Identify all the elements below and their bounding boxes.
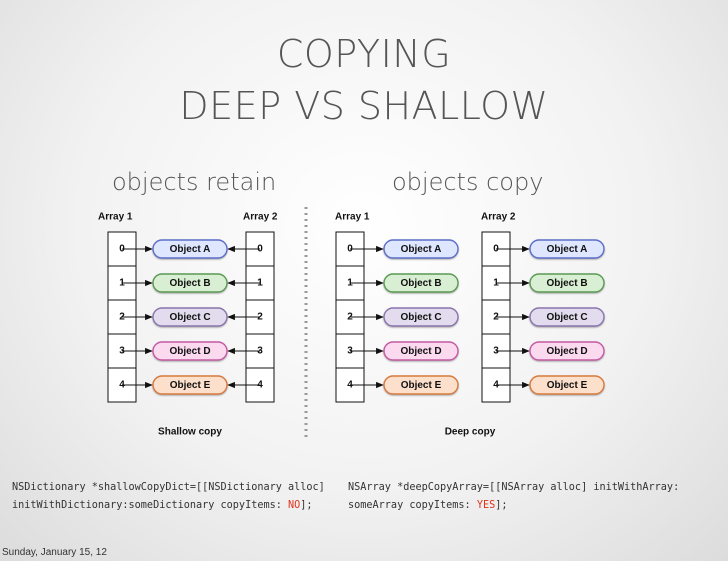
right-array1-object-box xyxy=(383,375,459,395)
code-left-no-value: NO xyxy=(288,500,301,511)
left-object-box xyxy=(152,307,228,327)
footer-date: Sunday, January 15, 12 xyxy=(2,547,107,558)
right-array2-object-box xyxy=(529,307,605,327)
left-object-label: Object B xyxy=(169,278,210,289)
left-array2-index: 3 xyxy=(257,346,263,357)
right-array1-object-label: Object B xyxy=(400,278,441,289)
slide-title-line1: COPYING xyxy=(276,32,452,76)
right-array1-object-label: Object D xyxy=(400,346,441,357)
code-right-line2-end: ]; xyxy=(495,500,508,511)
code-left-line2: initWithDictionary:someDictionary copyIt… xyxy=(12,500,289,511)
left-array2-index: 0 xyxy=(257,244,263,255)
code-right-yes-value: YES xyxy=(476,500,496,511)
right-array2-object-box xyxy=(529,341,605,361)
code-left-line1: NSDictionary *shallowCopyDict=[[NSDictio… xyxy=(12,482,325,493)
slide-title-line2: DEEP VS SHALLOW xyxy=(179,84,549,128)
right-array2-object-box xyxy=(529,239,605,259)
right-array2-object-label: Object D xyxy=(546,346,587,357)
right-array1-object-label: Object E xyxy=(401,380,442,391)
left-object-box xyxy=(152,273,228,293)
right-array1-object-box xyxy=(383,239,459,259)
left-object-box xyxy=(152,341,228,361)
left-object-label: Object A xyxy=(170,244,211,255)
right-array1-object-label: Object A xyxy=(401,244,442,255)
left-array1-label: Array 1 xyxy=(98,212,133,223)
left-object-label: Object C xyxy=(169,312,210,323)
left-array2-index: 2 xyxy=(257,312,263,323)
code-left-line2-end: ]; xyxy=(300,500,313,511)
left-object-label: Object E xyxy=(170,380,211,391)
right-array2-object-box xyxy=(529,273,605,293)
left-object-label: Object D xyxy=(169,346,210,357)
right-array2-label: Array 2 xyxy=(481,212,516,223)
left-object-box xyxy=(152,239,228,259)
objects-retain-heading: objects retain xyxy=(112,168,277,196)
deep-copy-caption: Deep copy xyxy=(445,427,496,438)
right-array1-object-box xyxy=(383,273,459,293)
left-array2-index: 4 xyxy=(257,380,263,391)
left-array2-index: 1 xyxy=(257,278,263,289)
shallow-copy-caption: Shallow copy xyxy=(158,427,222,438)
left-object-box xyxy=(152,375,228,395)
left-array2-label: Array 2 xyxy=(243,212,278,223)
code-right-line2: someArray copyItems: xyxy=(348,500,477,511)
right-array1-object-box xyxy=(383,307,459,327)
right-array1-label: Array 1 xyxy=(335,212,370,223)
deep-copy-code: NSArray *deepCopyArray=[[NSArray alloc] … xyxy=(348,479,679,515)
right-array2-object-label: Object E xyxy=(547,380,588,391)
code-right-line1: NSArray *deepCopyArray=[[NSArray alloc] … xyxy=(348,482,680,493)
right-array2-object-box xyxy=(529,375,605,395)
right-array1-object-label: Object C xyxy=(400,312,441,323)
objects-copy-heading: objects copy xyxy=(392,168,544,196)
right-array2-object-label: Object B xyxy=(546,278,587,289)
right-array2-object-label: Object C xyxy=(546,312,587,323)
shallow-copy-code: NSDictionary *shallowCopyDict=[[NSDictio… xyxy=(12,479,325,515)
right-array2-object-label: Object A xyxy=(547,244,588,255)
right-array1-object-box xyxy=(383,341,459,361)
